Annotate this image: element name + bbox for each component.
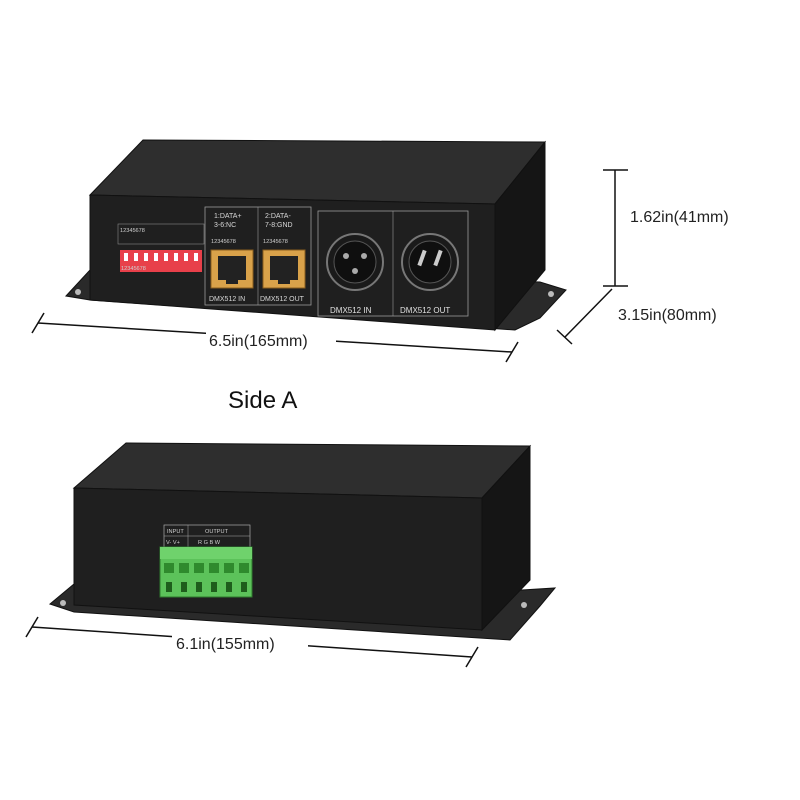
rj45-out-pinout-1: 2:DATA- bbox=[265, 213, 291, 220]
dimension-width-b: 6.1in(155mm) bbox=[25, 616, 479, 668]
housing-top-a bbox=[88, 139, 547, 205]
terminal-block[interactable] bbox=[159, 546, 253, 598]
rj45-in-socket-icon bbox=[218, 256, 246, 280]
xlr-prong-icon bbox=[433, 249, 443, 267]
xlr-pin-icon bbox=[352, 268, 358, 274]
dimension-width-a: 6.5in(165mm) bbox=[31, 312, 519, 363]
dip-label-bottom: 12345678 bbox=[121, 266, 146, 272]
width-a-label: 6.5in(165mm) bbox=[209, 333, 308, 350]
rj45-in-label: DMX512 IN bbox=[209, 296, 245, 303]
screw-hole-icon bbox=[548, 291, 554, 297]
device-side-b: INPUT OUTPUT V- V+ R G B W bbox=[48, 442, 557, 641]
terminal-wire-holes bbox=[166, 582, 247, 592]
dip-switch-levers bbox=[124, 253, 198, 261]
dip-label-top: 12345678 bbox=[120, 228, 145, 234]
input-pins-label: V- V+ bbox=[166, 540, 180, 546]
dip-switch: 12345678 12345678 bbox=[117, 223, 205, 272]
xlr-pin-icon bbox=[343, 253, 349, 259]
housing-front-b bbox=[73, 487, 483, 631]
terminal-label-box: INPUT OUTPUT V- V+ R G B W bbox=[163, 524, 251, 548]
rj45-out-label: DMX512 OUT bbox=[260, 296, 305, 303]
output-label: OUTPUT bbox=[205, 529, 229, 535]
rj45-in-pins: 12345678 bbox=[211, 239, 236, 245]
screw-hole-icon bbox=[75, 289, 81, 295]
rj45-panel: 1:DATA+ 3-6:NC 2:DATA- 7-8:GND 12345678 … bbox=[204, 206, 312, 306]
xlr-out-label: DMX512 OUT bbox=[400, 306, 450, 315]
rj45-out-pins: 12345678 bbox=[263, 239, 288, 245]
xlr-prong-icon bbox=[417, 249, 427, 267]
dimension-height: 1.62in(41mm) bbox=[603, 169, 729, 287]
height-label: 1.62in(41mm) bbox=[630, 209, 729, 226]
xlr-in-label: DMX512 IN bbox=[330, 306, 372, 315]
width-b-label: 6.1in(155mm) bbox=[176, 636, 275, 653]
side-a-caption: Side A bbox=[228, 387, 297, 414]
depth-label: 3.15in(80mm) bbox=[618, 307, 717, 324]
rj45-out-pinout-2: 7-8:GND bbox=[265, 222, 293, 229]
output-pins-label: R G B W bbox=[198, 540, 221, 546]
xlr-panel: DMX512 IN DMX512 OUT bbox=[317, 210, 469, 317]
dip-switch-body bbox=[120, 250, 202, 272]
device-side-a: 12345678 12345678 1:DATA+ 3-6:NC 2:DATA-… bbox=[65, 139, 567, 332]
rj45-out-socket-icon bbox=[270, 256, 298, 280]
screw-hole-icon bbox=[60, 600, 66, 606]
terminal-screw-slots bbox=[164, 563, 249, 573]
screw-hole-icon bbox=[521, 602, 527, 608]
xlr-pin-icon bbox=[361, 253, 367, 259]
rj45-in-pinout-2: 3-6:NC bbox=[214, 222, 236, 229]
input-label: INPUT bbox=[167, 529, 184, 535]
rj45-in-pinout-1: 1:DATA+ bbox=[214, 213, 242, 220]
dimension-depth: 3.15in(80mm) bbox=[556, 288, 717, 345]
